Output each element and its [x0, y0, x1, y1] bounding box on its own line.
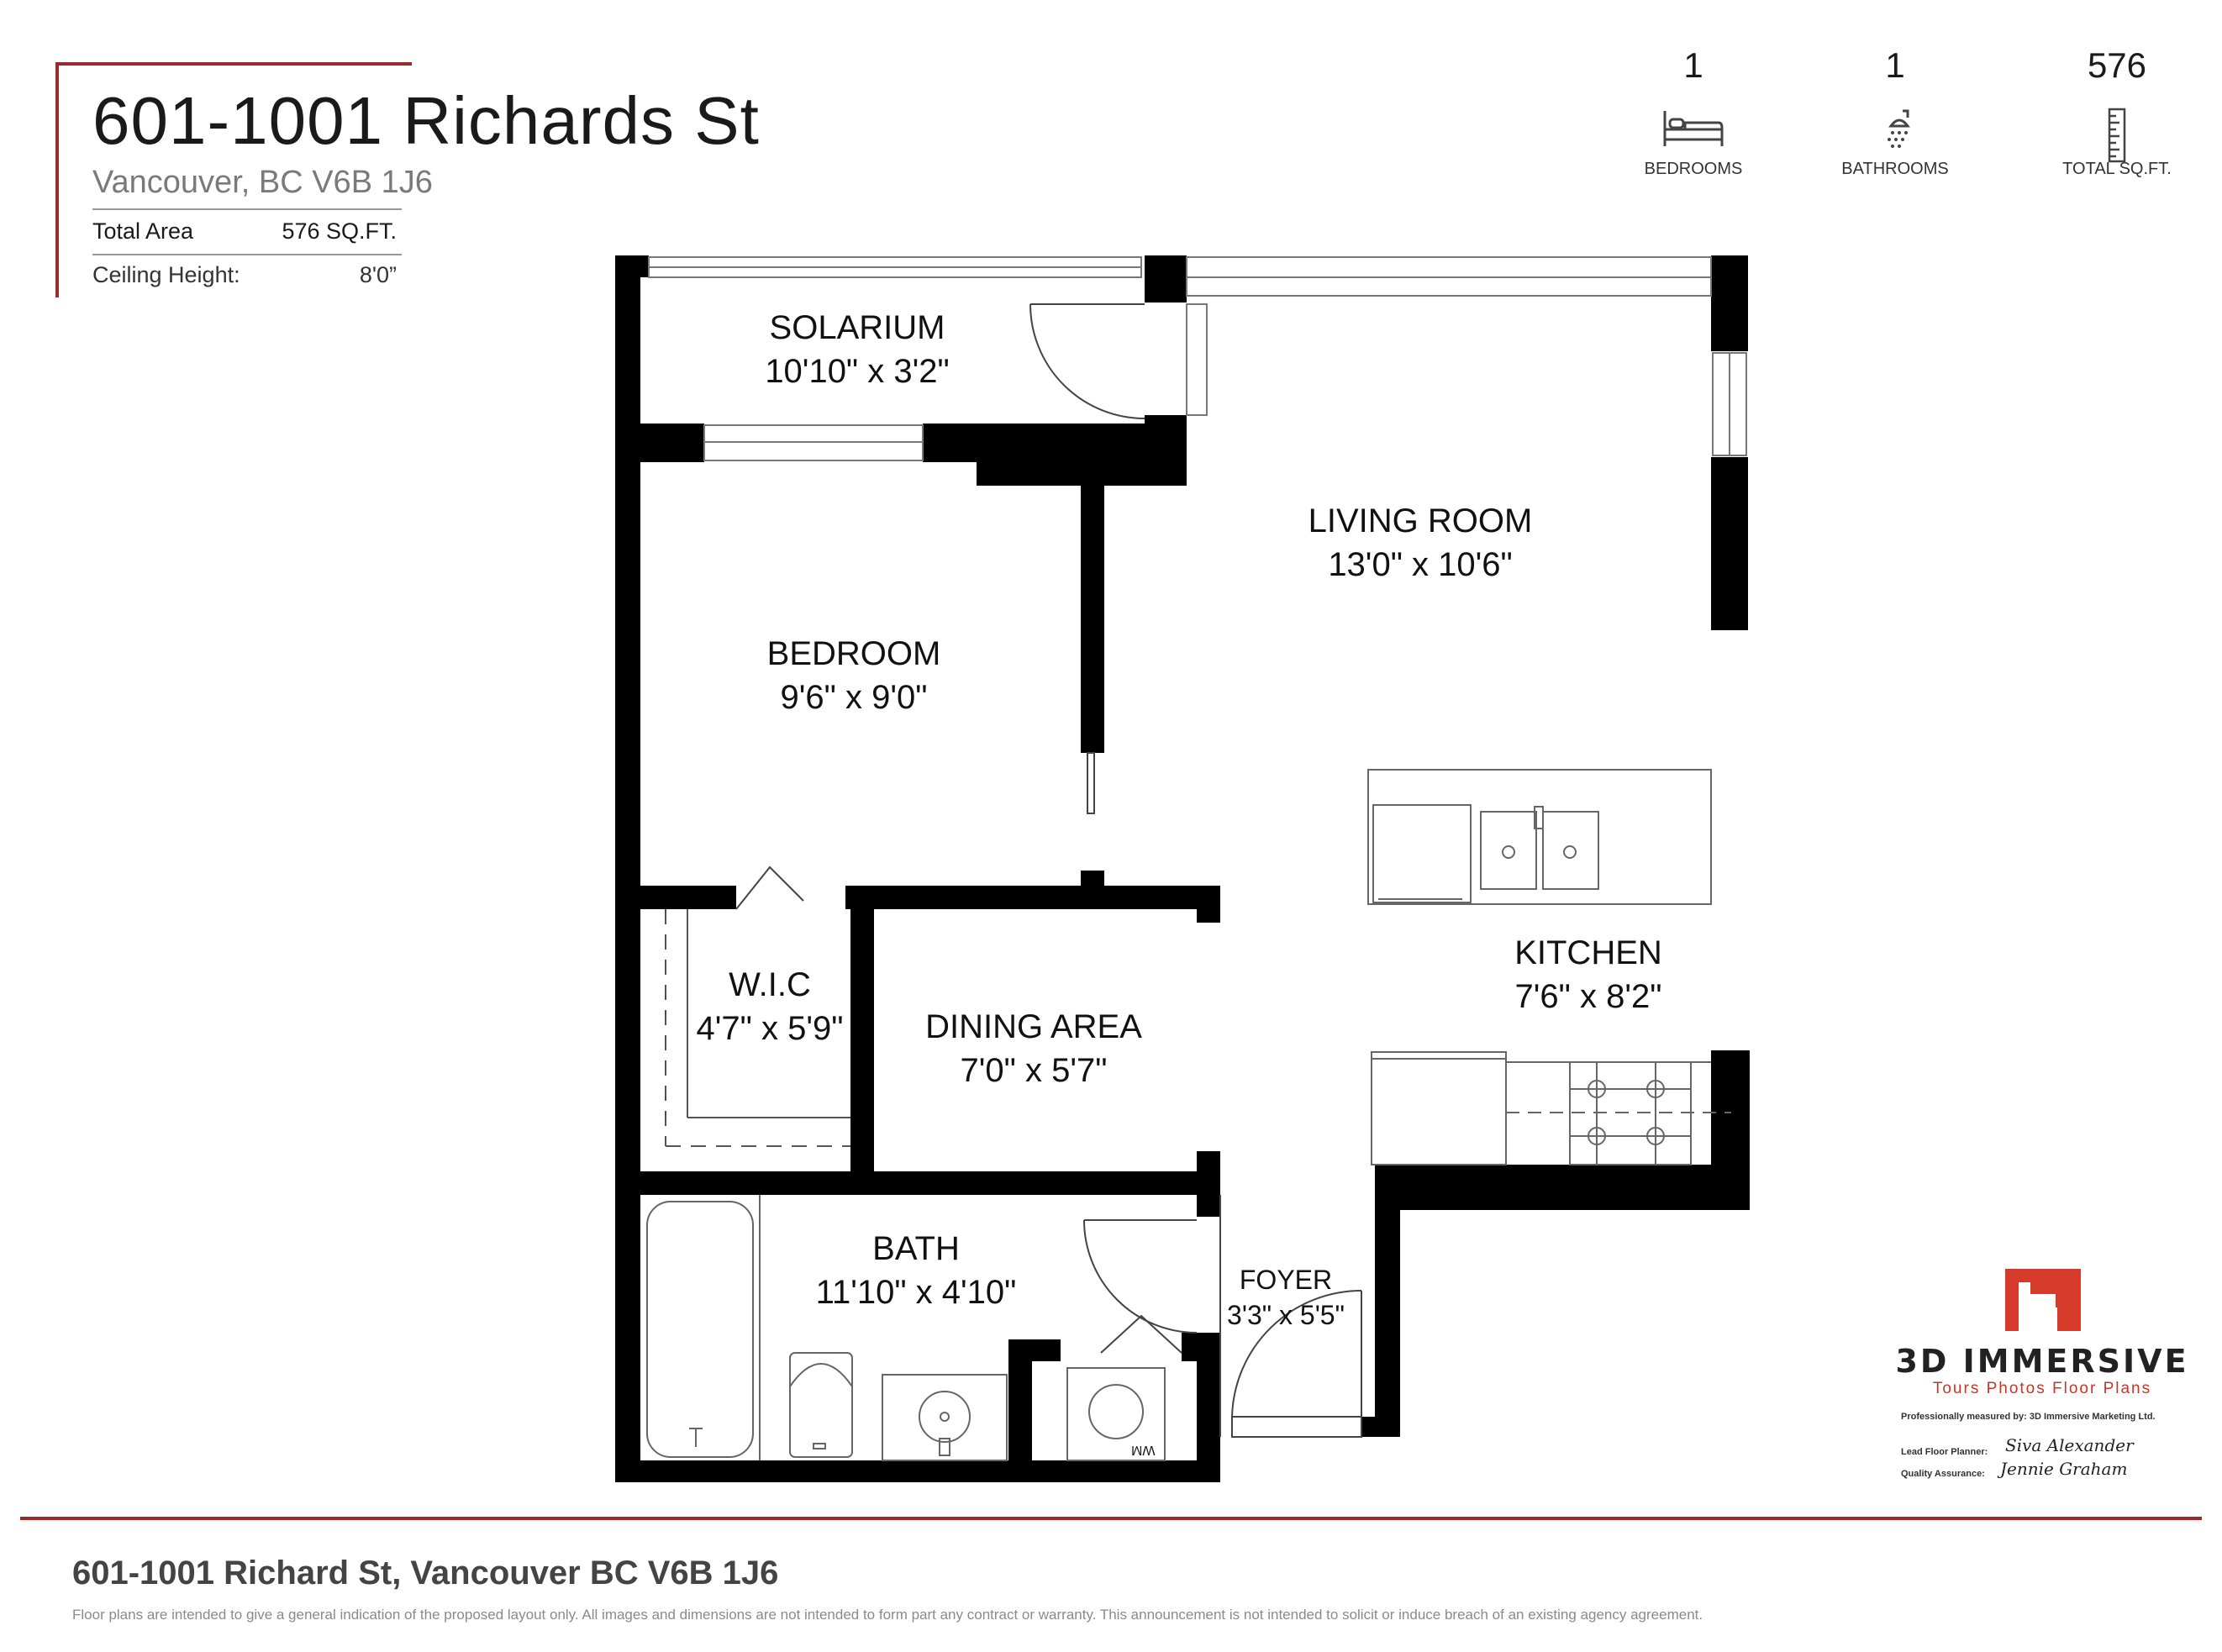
room-dimensions: 7'6" x 8'2" — [1514, 978, 1662, 1015]
ceiling-height-value: 8'0” — [359, 262, 397, 287]
bathrooms-count: 1 — [1885, 45, 1905, 85]
wic-rod — [687, 909, 850, 1118]
lead-planner-signature: Siva Alexander — [2005, 1435, 2134, 1455]
footer-disclaimer: Floor plans are intended to give a gener… — [72, 1607, 1703, 1623]
room-kitchen: KITCHEN 7'6" x 8'2" — [1462, 931, 1714, 1018]
bed-icon — [1663, 111, 1724, 146]
brand-tagline: Tours Photos Floor Plans — [1932, 1380, 2152, 1397]
listing-title: 601-1001 Richards St — [92, 83, 760, 158]
brand-logo-icon — [2005, 1269, 2081, 1331]
doors — [735, 303, 1362, 1438]
wic-shelves — [665, 909, 850, 1147]
header-divider — [92, 208, 402, 210]
kitchen-counter-lower — [1371, 1051, 1731, 1165]
qa-label: Quality Assurance: — [1901, 1469, 1985, 1479]
room-name: FOYER — [1239, 1265, 1333, 1295]
listing-subtitle: Vancouver, BC V6B 1J6 — [92, 165, 433, 200]
shower-icon — [1888, 109, 1910, 148]
ceiling-height-row: Ceiling Height: 8'0” — [92, 262, 397, 288]
room-bedroom: BEDROOM 9'6" x 9'0" — [728, 632, 980, 719]
room-name: LIVING ROOM — [1308, 502, 1533, 539]
brand-name: 3D IMMERSIVE — [1895, 1343, 2189, 1380]
total-area-value: 576 SQ.FT. — [282, 218, 397, 244]
bedrooms-label: BEDROOMS — [1644, 160, 1743, 178]
room-foyer: FOYER 3'3" x 5'5" — [1219, 1262, 1353, 1333]
footer-divider — [20, 1517, 2202, 1520]
total-sqft-stat: 576 TOTAL SQ.FT. — [2037, 45, 2197, 179]
room-name: DINING AREA — [925, 1008, 1142, 1045]
windows — [648, 256, 1747, 461]
lead-planner-label: Lead Floor Planner: — [1901, 1447, 1988, 1457]
room-wic: W.I.C 4'7" x 5'9" — [677, 963, 862, 1050]
room-dimensions: 10'10" x 3'2" — [765, 353, 950, 390]
room-name: BEDROOM — [766, 635, 941, 672]
total-area-row: Total Area 576 SQ.FT. — [92, 218, 397, 245]
room-dining: DINING AREA 7'0" x 5'7" — [908, 1005, 1160, 1092]
qa-signature: Jennie Graham — [2000, 1459, 2128, 1479]
header-accent-line — [55, 62, 412, 66]
interior-walls — [615, 415, 1220, 1482]
total-sqft-count: 576 — [2087, 45, 2147, 85]
bathrooms-label: BATHROOMS — [1841, 160, 1949, 178]
room-living: LIVING ROOM 13'0" x 10'6" — [1294, 499, 1546, 587]
measured-by: Professionally measured by: 3D Immersive… — [1901, 1412, 2156, 1422]
kitchen-counter-upper — [1367, 769, 1712, 905]
ruler-icon — [2108, 108, 2126, 163]
bath-fixtures — [646, 1195, 1166, 1461]
room-dimensions: 11'10" x 4'10" — [815, 1274, 1017, 1311]
total-area-label: Total Area — [92, 218, 194, 244]
bedrooms-stat: 1 BEDROOMS — [1614, 45, 1773, 179]
room-dimensions: 3'3" x 5'5" — [1227, 1300, 1345, 1330]
room-dimensions: 9'6" x 9'0" — [780, 679, 928, 716]
room-name: W.I.C — [729, 966, 811, 1003]
total-sqft-label: TOTAL SQ.FT. — [2062, 160, 2172, 178]
room-name: BATH — [872, 1230, 960, 1267]
room-dimensions: 13'0" x 10'6" — [1328, 546, 1513, 583]
room-dimensions: 7'0" x 5'7" — [960, 1052, 1108, 1089]
room-name: SOLARIUM — [769, 309, 945, 346]
room-name: KITCHEN — [1514, 934, 1662, 971]
ceiling-height-label: Ceiling Height: — [92, 262, 240, 287]
room-bath: BATH 11'10" x 4'10" — [790, 1227, 1042, 1314]
footer-address: 601-1001 Richard St, Vancouver BC V6B 1J… — [72, 1555, 779, 1591]
washer-label: WM — [1131, 1443, 1156, 1457]
bathrooms-stat: 1 BATHROOMS — [1815, 45, 1975, 179]
bedrooms-count: 1 — [1683, 45, 1703, 85]
header-divider — [92, 254, 402, 255]
header-accent-bar — [55, 62, 59, 297]
room-solarium: SOLARIUM 10'10" x 3'2" — [731, 306, 983, 393]
room-dimensions: 4'7" x 5'9" — [696, 1010, 844, 1047]
